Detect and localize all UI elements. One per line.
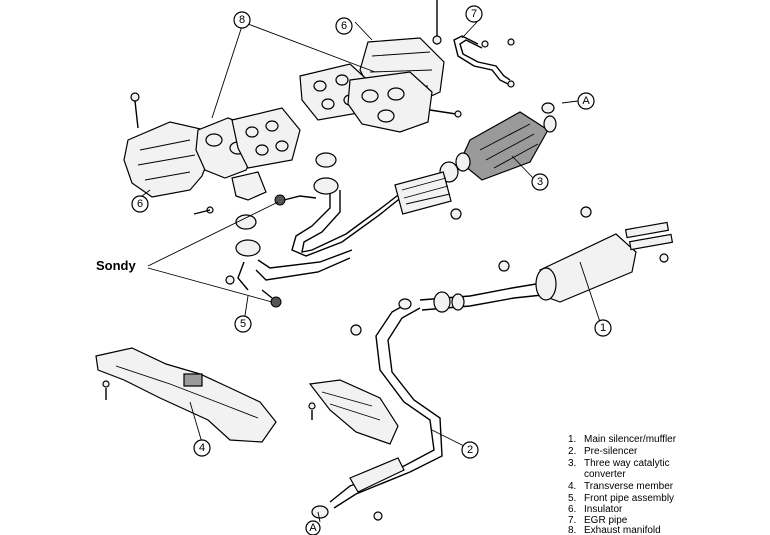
legend-num-1: 1. bbox=[568, 434, 576, 445]
legend-num-4: 4. bbox=[568, 481, 576, 492]
callout-7-label: 7 bbox=[471, 8, 477, 20]
marker-a-bottom-label: A bbox=[309, 522, 317, 534]
transverse-member bbox=[95, 347, 277, 443]
callout-7: 7 bbox=[465, 5, 483, 23]
connection-marker-a-top: A bbox=[577, 92, 595, 110]
front-pipe-assembly bbox=[193, 152, 462, 291]
callout-4: 4 bbox=[193, 439, 211, 457]
legend-text-7: EGR pipe bbox=[584, 515, 628, 526]
legend-text-1: Main silencer/muffler bbox=[584, 434, 677, 445]
leader-lines bbox=[141, 21, 601, 523]
legend-num-7: 7. bbox=[568, 515, 576, 526]
callout-4-label: 4 bbox=[199, 442, 205, 454]
catalytic-converter bbox=[439, 102, 557, 183]
callout-3: 3 bbox=[531, 173, 549, 191]
legend-text-3: Three way catalytic bbox=[584, 458, 670, 469]
sondy-label: Sondy bbox=[96, 258, 136, 273]
legend-text-6: Insulator bbox=[584, 504, 623, 515]
sondy-leader-lines bbox=[147, 201, 279, 303]
callout-6-left-label: 6 bbox=[137, 198, 143, 210]
exhaust-manifold-right bbox=[347, 71, 462, 133]
legend-num-2: 2. bbox=[568, 446, 576, 457]
marker-a-top-label: A bbox=[582, 95, 590, 107]
callout-2: 2 bbox=[461, 441, 479, 459]
callout-5-label: 5 bbox=[240, 318, 246, 330]
legend-text-2: Pre-silencer bbox=[584, 446, 638, 457]
legend-num-5: 5. bbox=[568, 493, 576, 504]
callout-8-label: 8 bbox=[239, 14, 245, 26]
insulator-left bbox=[123, 92, 213, 198]
callout-1: 1 bbox=[594, 319, 612, 337]
connection-marker-a-bottom: A bbox=[305, 520, 321, 535]
legend-num-6: 6. bbox=[568, 504, 576, 515]
manifold-gasket-left bbox=[231, 107, 301, 169]
legend-text-4: Transverse member bbox=[584, 481, 674, 492]
callout-2-label: 2 bbox=[467, 444, 473, 456]
callout-6-right-label: 6 bbox=[341, 20, 347, 32]
callout-6-left: 6 bbox=[131, 195, 149, 213]
legend-text-5: Front pipe assembly bbox=[584, 493, 674, 504]
callout-5: 5 bbox=[234, 315, 252, 333]
callout-3-label: 3 bbox=[537, 176, 543, 188]
pre-silencer bbox=[311, 301, 443, 521]
callout-8: 8 bbox=[233, 11, 251, 29]
egr-pipe bbox=[453, 35, 515, 88]
main-silencer bbox=[398, 206, 674, 313]
parts-legend: 1. Main silencer/muffler 2. Pre-silencer… bbox=[568, 434, 677, 535]
legend-num-3: 3. bbox=[568, 458, 576, 469]
oxygen-sensors bbox=[261, 194, 317, 308]
legend-num-8: 8. bbox=[568, 525, 576, 535]
insulator-middle bbox=[308, 379, 399, 445]
callout-6-right: 6 bbox=[335, 17, 353, 35]
legend-text-8: Exhaust manifold bbox=[584, 525, 661, 535]
legend-text-3b: converter bbox=[584, 469, 626, 480]
callout-1-label: 1 bbox=[600, 322, 606, 334]
